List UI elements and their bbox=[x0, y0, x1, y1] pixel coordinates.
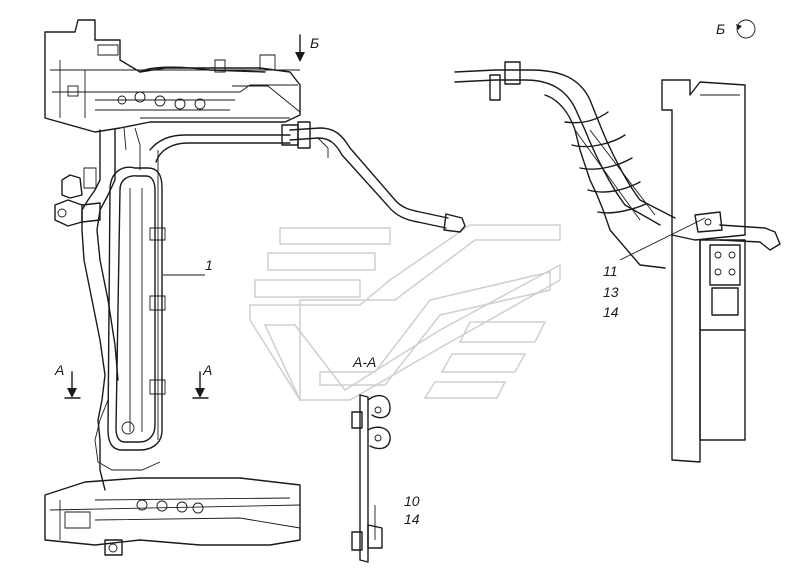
callout-13: 13 bbox=[603, 284, 619, 300]
view-b-detail bbox=[454, 61, 781, 463]
section-aa-detail bbox=[351, 394, 391, 563]
section-a-left-label: А bbox=[54, 362, 64, 378]
view-b-top-label: Б bbox=[310, 35, 319, 51]
top-crossmember bbox=[44, 19, 301, 133]
bottom-crossmember bbox=[44, 477, 301, 556]
leader-lines bbox=[163, 217, 706, 540]
callout-14-lower: 14 bbox=[404, 511, 420, 527]
watermark-logo bbox=[249, 224, 561, 403]
callout-11: 11 bbox=[603, 263, 618, 279]
callout-10: 10 bbox=[404, 493, 420, 509]
view-b-right-label: Б bbox=[716, 21, 725, 37]
callout-1: 1 bbox=[205, 257, 213, 273]
section-arrow-a-left bbox=[64, 371, 81, 399]
section-aa-title: А-А bbox=[352, 354, 376, 370]
view-b-rotation-icon bbox=[736, 19, 756, 39]
callout-14-upper: 14 bbox=[603, 304, 619, 320]
connecting-pipe bbox=[281, 121, 466, 233]
section-arrow-a-right bbox=[192, 371, 209, 399]
section-a-right-label: А bbox=[202, 362, 212, 378]
left-frame-rail bbox=[54, 127, 141, 491]
view-arrow-b bbox=[295, 34, 305, 62]
central-tube-bundle bbox=[94, 134, 291, 471]
